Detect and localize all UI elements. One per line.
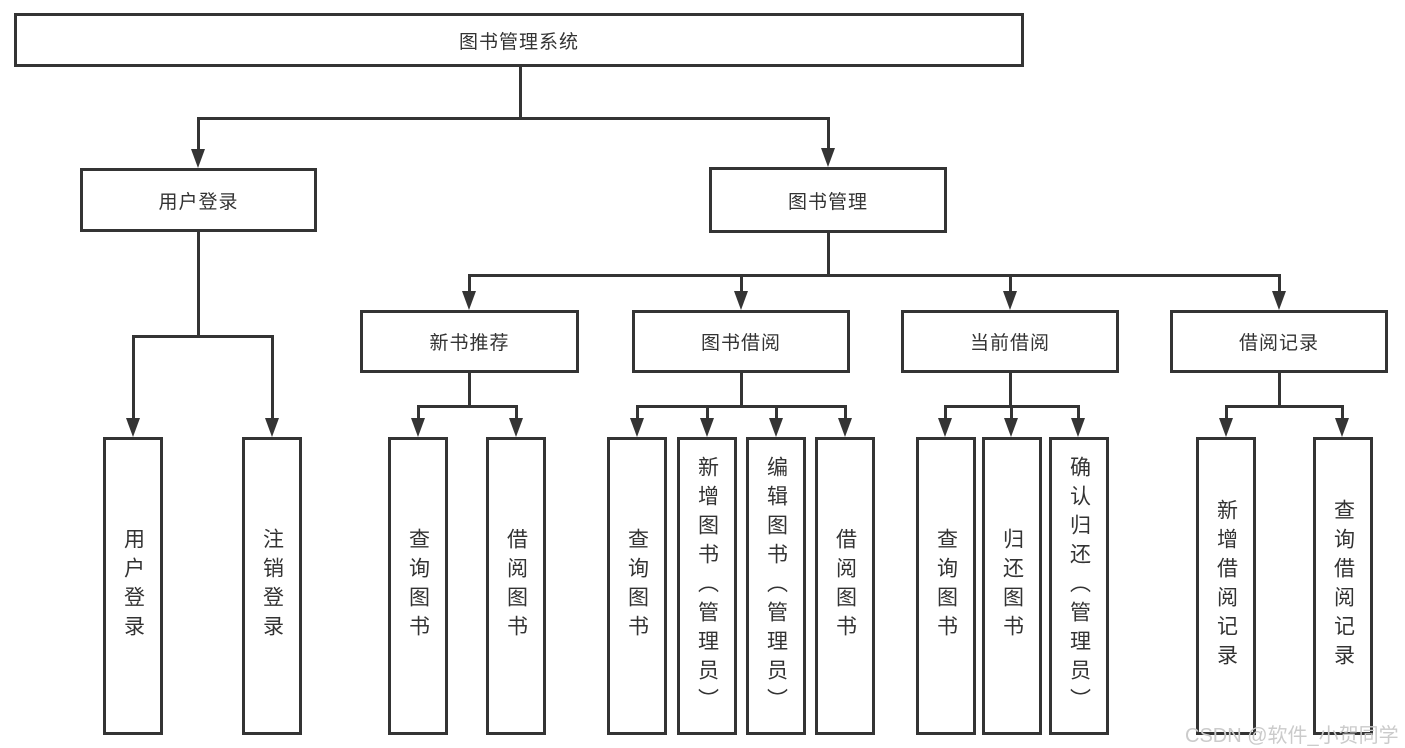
connector-line [1077, 405, 1080, 419]
arrowhead-down-icon [1003, 291, 1017, 310]
arrowhead-down-icon [1071, 418, 1085, 437]
connector-line [1010, 405, 1013, 419]
node-new-book-recommend: 新书推荐 [360, 310, 579, 373]
arrowhead-down-icon [938, 418, 952, 437]
node-new-book-recommend-label: 新书推荐 [429, 333, 510, 354]
connector-line [636, 405, 639, 419]
connector-line [132, 335, 274, 338]
arrowhead-down-icon [265, 418, 279, 437]
connector-line [775, 405, 778, 419]
connector-line [1341, 405, 1344, 419]
leaf-borrow-books-2: 借阅图书 [815, 437, 875, 735]
connector-line [1009, 373, 1012, 405]
leaf-query-books-3-label: 查询图书 [934, 528, 958, 644]
leaf-user-login-label: 用户登录 [121, 528, 145, 644]
leaf-query-books-3: 查询图书 [916, 437, 976, 735]
node-book-management: 图书管理 [709, 167, 947, 233]
leaf-add-borrow-record-label: 新增借阅记录 [1214, 499, 1238, 673]
leaf-edit-books-admin-label: 编辑图书（管理员） [764, 455, 788, 717]
connector-line [740, 274, 743, 293]
node-book-borrowing: 图书借阅 [632, 310, 850, 373]
connector-line [1278, 373, 1281, 405]
connector-line [944, 405, 947, 419]
connector-line [197, 117, 200, 149]
leaf-return-books-label: 归还图书 [1000, 528, 1024, 644]
connector-line [1278, 274, 1281, 293]
node-current-borrowing: 当前借阅 [901, 310, 1119, 373]
arrowhead-down-icon [1219, 418, 1233, 437]
connector-line [827, 233, 830, 274]
connector-line [468, 373, 471, 405]
leaf-query-borrow-record-label: 查询借阅记录 [1331, 499, 1355, 673]
connector-line [197, 117, 830, 120]
leaf-add-books-admin: 新增图书（管理员） [677, 437, 737, 735]
leaf-return-books: 归还图书 [982, 437, 1042, 735]
node-book-management-label: 图书管理 [787, 191, 868, 213]
connector-line [1009, 274, 1012, 293]
node-borrowing-records-label: 借阅记录 [1238, 333, 1319, 354]
node-book-borrowing-label: 图书借阅 [700, 333, 781, 354]
connector-line [519, 67, 522, 117]
connector-line [706, 405, 709, 419]
leaf-query-books-1: 查询图书 [388, 437, 448, 735]
arrowhead-down-icon [769, 418, 783, 437]
arrowhead-down-icon [734, 291, 748, 310]
connector-line [827, 117, 830, 148]
connector-line [417, 405, 518, 408]
node-borrowing-records: 借阅记录 [1170, 310, 1388, 373]
connector-line [468, 274, 1281, 277]
arrowhead-down-icon [700, 418, 714, 437]
arrowhead-down-icon [838, 418, 852, 437]
connector-line [844, 405, 847, 419]
node-root-label: 图书管理系统 [458, 31, 579, 53]
leaf-confirm-return-admin: 确认归还（管理员） [1049, 437, 1109, 735]
arrowhead-down-icon [1335, 418, 1349, 437]
leaf-add-borrow-record: 新增借阅记录 [1196, 437, 1256, 735]
leaf-query-books-1-label: 查询图书 [406, 528, 430, 644]
connector-line [515, 405, 518, 419]
connector-line [417, 405, 420, 419]
leaf-query-books-2-label: 查询图书 [625, 528, 649, 644]
leaf-logout-label: 注销登录 [260, 528, 284, 644]
connector-line [197, 232, 200, 335]
connector-line [132, 335, 135, 419]
node-root: 图书管理系统 [14, 13, 1024, 67]
connector-line [1225, 405, 1228, 419]
arrowhead-down-icon [411, 418, 425, 437]
arrowhead-down-icon [630, 418, 644, 437]
node-current-borrowing-label: 当前借阅 [969, 333, 1050, 354]
arrowhead-down-icon [1004, 418, 1018, 437]
leaf-edit-books-admin: 编辑图书（管理员） [746, 437, 806, 735]
arrowhead-down-icon [126, 418, 140, 437]
connector-line [1225, 405, 1342, 408]
connector-line [468, 274, 471, 293]
node-user-login: 用户登录 [80, 168, 317, 232]
leaf-query-books-2: 查询图书 [607, 437, 667, 735]
leaf-add-books-admin-label: 新增图书（管理员） [695, 455, 719, 717]
leaf-borrow-books-1: 借阅图书 [486, 437, 546, 735]
leaf-logout: 注销登录 [242, 437, 302, 735]
connector-line [271, 335, 274, 419]
node-user-login-label: 用户登录 [158, 191, 239, 213]
connector-line [740, 373, 743, 405]
arrowhead-down-icon [191, 149, 205, 168]
arrowhead-down-icon [1272, 291, 1286, 310]
leaf-user-login: 用户登录 [103, 437, 163, 735]
leaf-query-borrow-record: 查询借阅记录 [1313, 437, 1373, 735]
leaf-confirm-return-admin-label: 确认归还（管理员） [1067, 455, 1091, 717]
leaf-borrow-books-1-label: 借阅图书 [504, 528, 528, 644]
csdn-watermark: CSDN @软件_小贺同学 [1185, 725, 1399, 747]
leaf-borrow-books-2-label: 借阅图书 [833, 528, 857, 644]
arrowhead-down-icon [821, 148, 835, 167]
connector-line [636, 405, 845, 408]
arrowhead-down-icon [509, 418, 523, 437]
arrowhead-down-icon [462, 291, 476, 310]
